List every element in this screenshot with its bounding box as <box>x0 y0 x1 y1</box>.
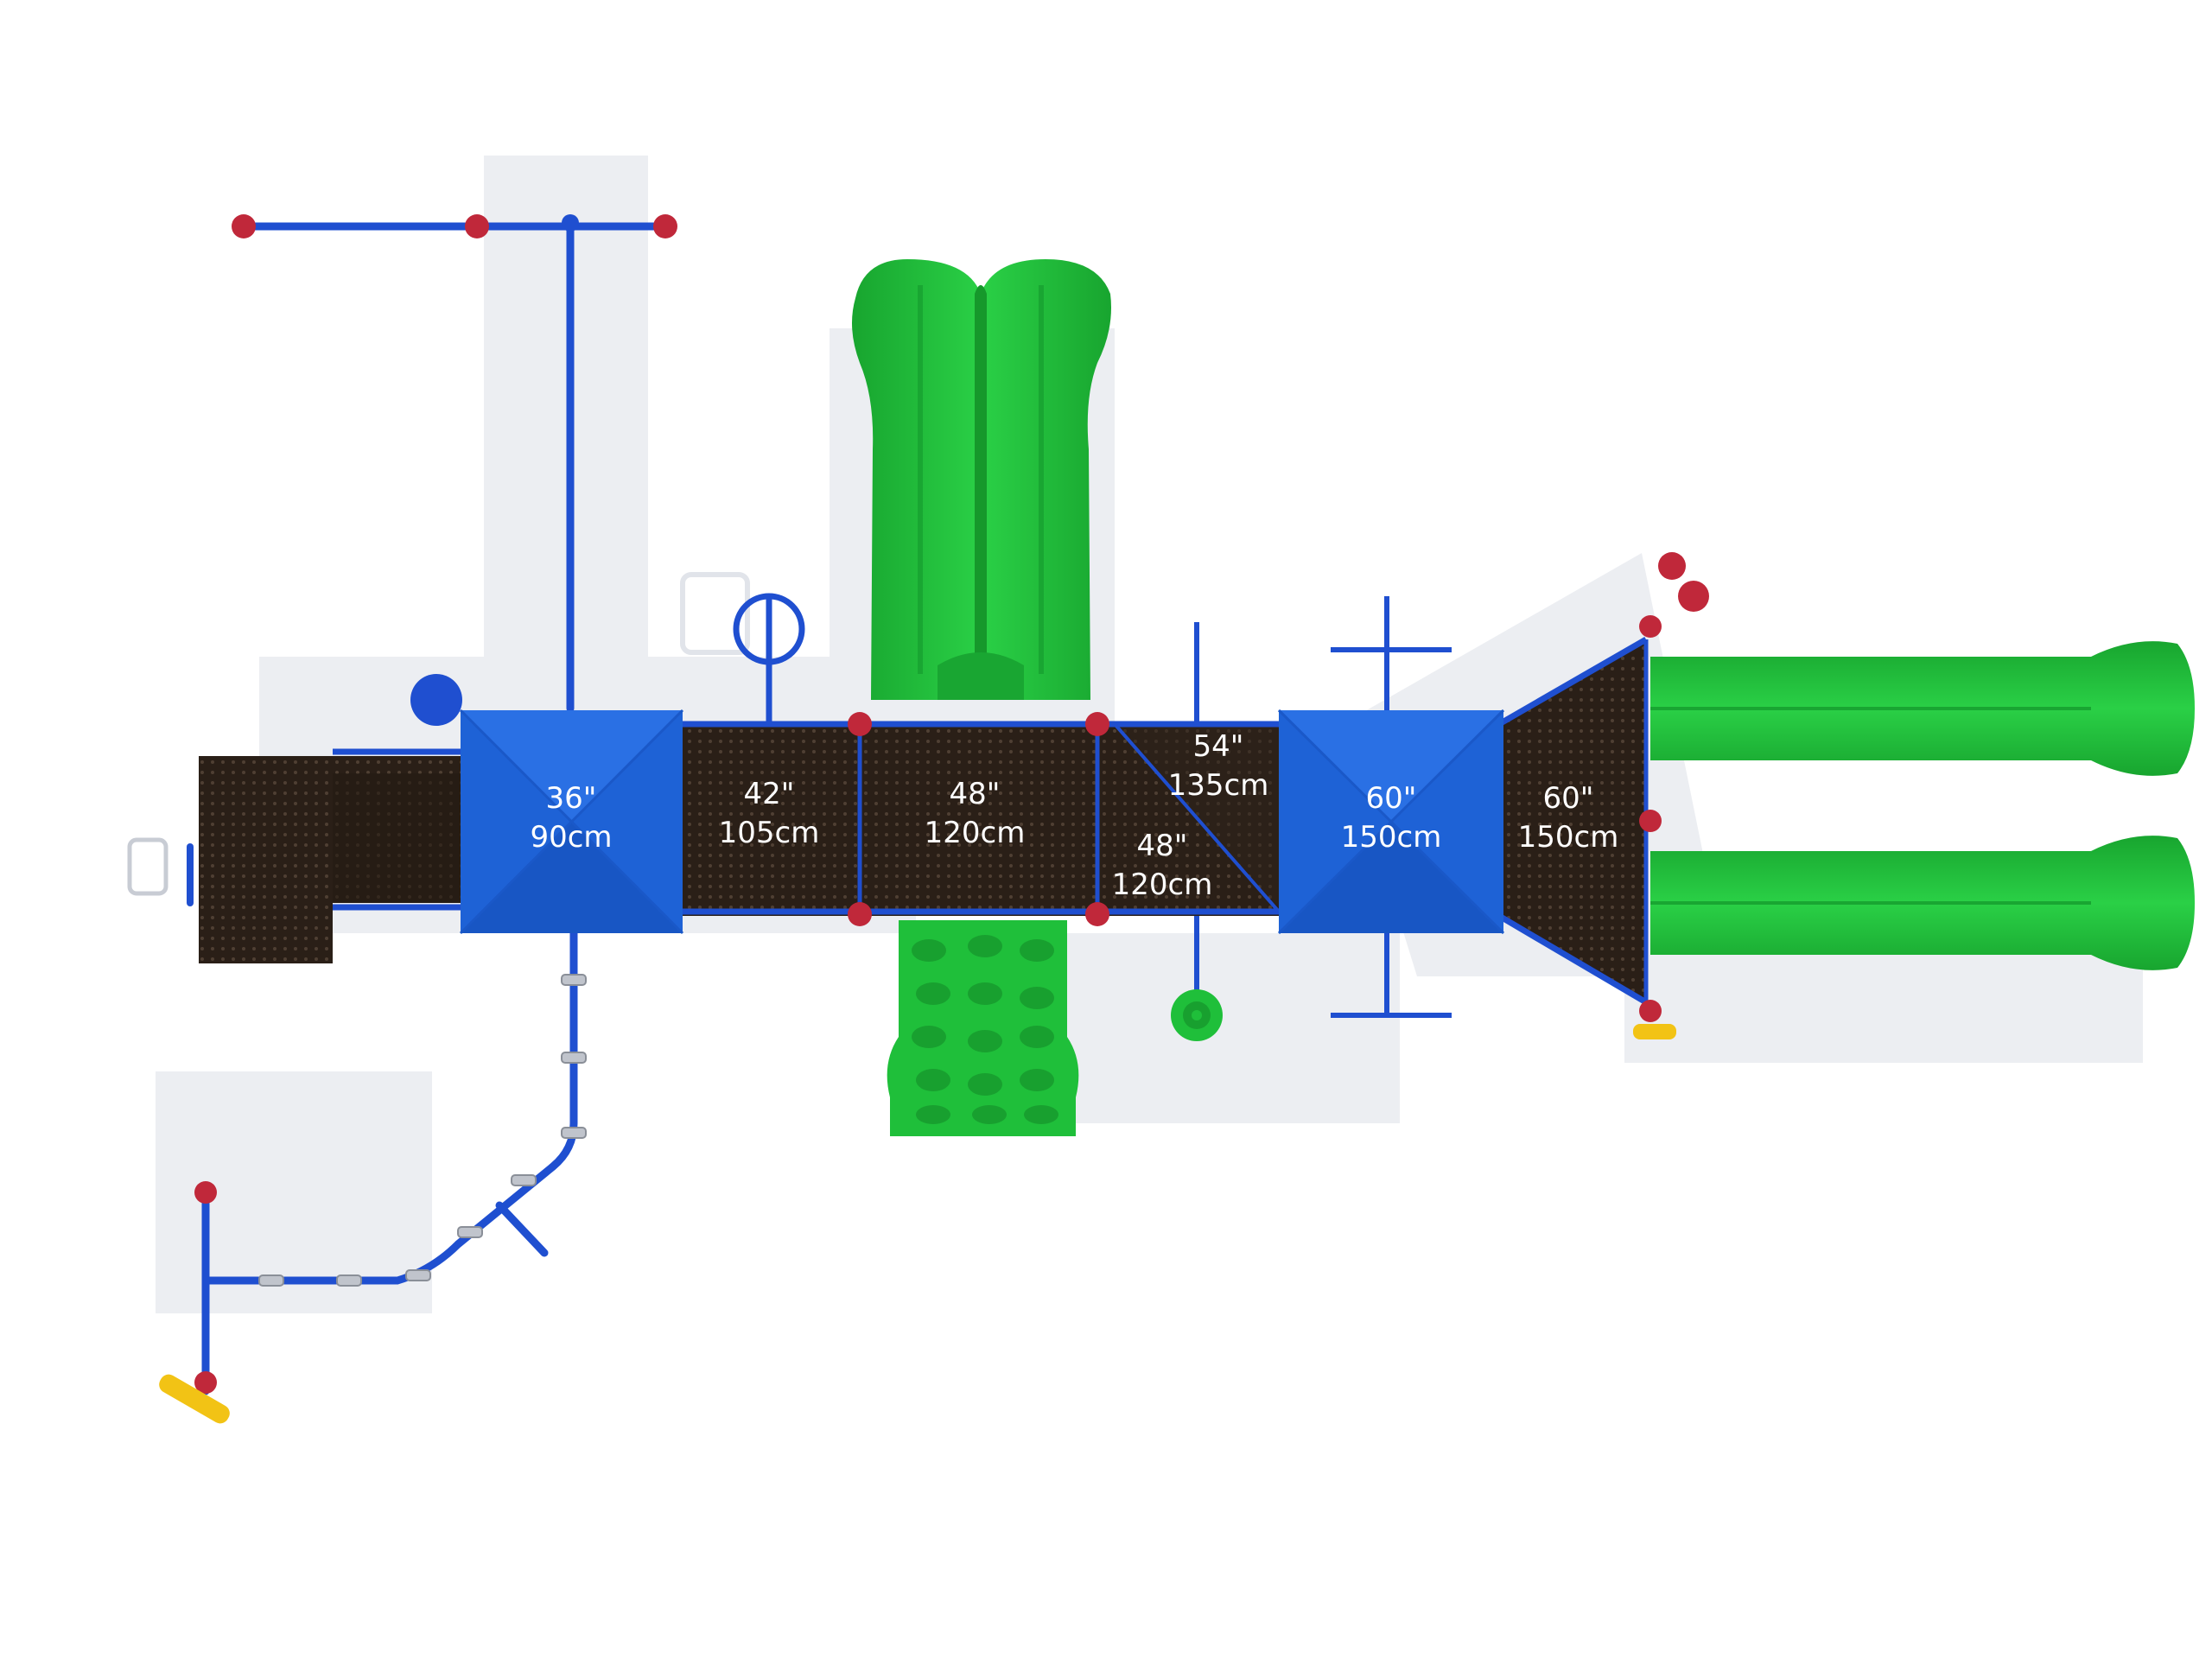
deck-clamp <box>848 712 1109 926</box>
deck-6-inches: 60" <box>1543 781 1594 816</box>
height-label: 48" 120cm <box>925 777 1026 850</box>
double-slide <box>1650 641 2195 970</box>
deck-5-inches: 60" <box>1366 781 1417 816</box>
deck-4b-cm: 120cm <box>1112 868 1213 902</box>
height-label: 54" 135cm <box>1168 729 1269 803</box>
slide-clamp <box>1639 552 1709 1022</box>
support-post <box>1331 596 1452 1018</box>
ladder-clamp <box>232 214 677 238</box>
deck-5-cm: 150cm <box>1341 820 1442 855</box>
deck-4a-inches: 54" <box>1193 729 1244 764</box>
yellow-handle <box>159 1374 230 1424</box>
spiral-climber <box>680 572 805 726</box>
height-label: 36" 90cm <box>530 781 612 855</box>
height-label: 42" 105cm <box>719 777 820 850</box>
height-label: 60" 150cm <box>1341 781 1442 855</box>
roof-canopy <box>459 709 684 935</box>
deck-4b-inches: 48" <box>1137 829 1188 863</box>
deck-4a-cm: 135cm <box>1168 768 1269 803</box>
deck-1-inches: 36" <box>546 781 597 816</box>
rail-clamp <box>258 974 587 1287</box>
yellow-handle <box>1633 1024 1676 1039</box>
roof-canopy <box>1277 709 1505 935</box>
deck-3-inches: 48" <box>950 777 1001 811</box>
entry-deck <box>127 748 462 963</box>
rock-climber <box>887 920 1079 1136</box>
horizontal-ladder <box>239 216 670 713</box>
deck-1-cm: 90cm <box>530 820 612 855</box>
deck-3-cm: 120cm <box>925 816 1026 850</box>
wave-slide <box>852 259 1111 700</box>
deck-2-cm: 105cm <box>719 816 820 850</box>
height-label: 60" 150cm <box>1518 781 1619 855</box>
height-label: 48" 120cm <box>1112 829 1213 902</box>
panel-knob <box>410 674 462 726</box>
triangle-deck <box>1497 636 1649 1006</box>
rail-clamp-red <box>194 1181 217 1394</box>
main-deck <box>683 721 1296 916</box>
deck-2-inches: 42" <box>744 777 795 811</box>
steering-wheel <box>1171 989 1223 1041</box>
deck-6-cm: 150cm <box>1518 820 1619 855</box>
